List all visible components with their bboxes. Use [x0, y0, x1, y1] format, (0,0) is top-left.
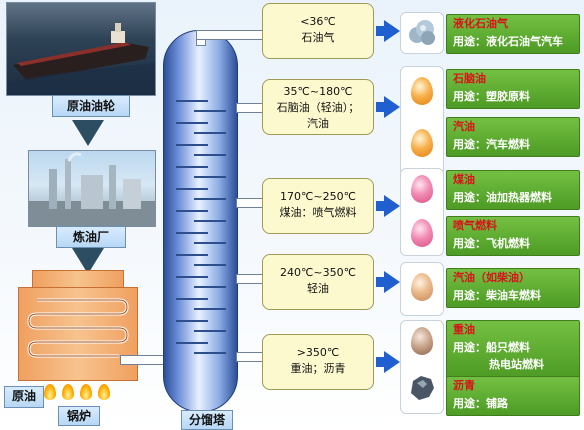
arrow-shaft: [376, 102, 386, 112]
fraction-name: 石脑油（轻油）；: [276, 101, 360, 114]
fraction-name: 石油气: [301, 31, 335, 44]
pipe-fraction-2: [236, 103, 264, 113]
icon-box-gas: [400, 12, 444, 54]
product-card-jet-fuel: 喷气燃料 用途：飞机燃料: [446, 216, 580, 256]
fraction-temp: 35℃~180℃: [283, 85, 353, 98]
arrow-shaft: [376, 201, 386, 211]
product-name: 煤油: [453, 173, 475, 186]
fraction-temp: 170℃~250℃: [280, 190, 356, 203]
column-label: 分馏塔: [181, 410, 233, 430]
icon-box-naphtha-gasoline: [400, 66, 444, 176]
arrow-shaft: [376, 357, 386, 367]
fraction-name: 煤油：喷气燃料: [279, 206, 357, 219]
fraction-name: 轻油: [307, 282, 329, 295]
orange-drop-icon: [411, 77, 433, 105]
fraction-box-heavy-oil: >350℃ 重油；沥青: [262, 334, 374, 390]
right-arrow-icon: [384, 96, 400, 118]
product-name: 液化石油气: [453, 17, 508, 30]
product-name: 汽油（如柴油）: [453, 271, 530, 284]
product-use: 用途：铺路: [453, 397, 508, 410]
product-use: 用途：液化石油气汽车: [453, 35, 563, 48]
orange-drop-icon: [411, 129, 433, 157]
tan-drop-icon: [411, 273, 433, 301]
pink-drop-icon: [411, 219, 433, 247]
icon-box-heavy-asphalt: [400, 320, 444, 414]
product-use: 用途：油加热器燃料: [453, 191, 552, 204]
oil-tanker-image: [6, 2, 156, 96]
product-name: 沥青: [453, 379, 475, 392]
gas-cloud-icon: [409, 20, 435, 45]
pipe-fraction-1: [196, 30, 264, 40]
refinery-caption: 炼油厂: [56, 226, 126, 248]
product-card-asphalt: 沥青 用途：铺路: [446, 376, 580, 416]
arrow-shaft: [376, 277, 386, 287]
product-card-gasoline: 汽油 用途：汽车燃料: [446, 117, 580, 157]
fraction-box-naphtha: 35℃~180℃ 石脑油（轻油）； 汽油: [262, 79, 374, 135]
fraction-name: 重油；沥青: [290, 362, 346, 375]
flame-icon: [62, 384, 74, 400]
right-arrow-icon: [384, 195, 400, 217]
icon-box-kerosene-jet: [400, 168, 444, 256]
crude-oil-label: 原油: [4, 386, 44, 408]
product-use: 用途：飞机燃料: [453, 237, 530, 250]
flow-down-arrow-2: [72, 248, 104, 274]
flow-down-arrow-1: [72, 120, 104, 146]
right-arrow-icon: [384, 351, 400, 373]
product-card-diesel: 汽油（如柴油） 用途：柴油车燃料: [446, 268, 580, 308]
right-arrow-icon: [384, 20, 400, 42]
fraction-name-2: 汽油: [307, 117, 329, 130]
fraction-box-kerosene: 170℃~250℃ 煤油：喷气燃料: [262, 178, 374, 234]
product-name: 汽油: [453, 120, 475, 133]
flame-icon: [44, 384, 56, 400]
product-use: 用途：柴油车燃料: [453, 289, 541, 302]
icon-box-diesel: [400, 262, 444, 316]
flame-icon: [98, 384, 110, 400]
feed-pipe: [120, 355, 167, 365]
product-name: 喷气燃料: [453, 219, 497, 232]
fraction-box-gas: <36℃ 石油气: [262, 3, 374, 59]
product-name: 重油: [453, 323, 475, 336]
product-card-lpg: 液化石油气 用途：液化石油气汽车: [446, 14, 580, 54]
pipe-fraction-5: [236, 352, 264, 362]
flame-icon: [80, 384, 92, 400]
pipe-fraction-4: [236, 274, 264, 284]
brown-drop-icon: [411, 327, 433, 355]
fraction-temp: <36℃: [300, 15, 336, 28]
product-card-kerosene: 煤油 用途：油加热器燃料: [446, 170, 580, 210]
product-name: 石脑油: [453, 72, 486, 85]
right-arrow-icon: [384, 271, 400, 293]
product-card-naphtha: 石脑油 用途：塑胶原料: [446, 69, 580, 109]
fraction-temp: >350℃: [296, 346, 340, 359]
boiler-label: 锅炉: [58, 406, 100, 426]
oil-tanker-caption: 原油油轮: [52, 95, 130, 117]
asphalt-lump-icon: [411, 376, 434, 400]
product-use: 用途：船只燃料: [453, 341, 530, 354]
pipe-fraction-3: [236, 198, 264, 208]
product-card-heavy-oil: 重油 用途：船只燃料 热电站燃料: [446, 320, 580, 378]
fraction-box-light-oil: 240℃~350℃ 轻油: [262, 254, 374, 310]
product-use-2: 热电站燃料: [489, 358, 544, 371]
product-use: 用途：汽车燃料: [453, 138, 530, 151]
product-use: 用途：塑胶原料: [453, 90, 530, 103]
boiler: [18, 287, 138, 381]
fractionating-column: [163, 30, 238, 412]
arrow-shaft: [376, 26, 386, 36]
pink-drop-icon: [411, 175, 433, 203]
fraction-temp: 240℃~350℃: [280, 266, 356, 279]
refinery-image: [28, 150, 156, 227]
